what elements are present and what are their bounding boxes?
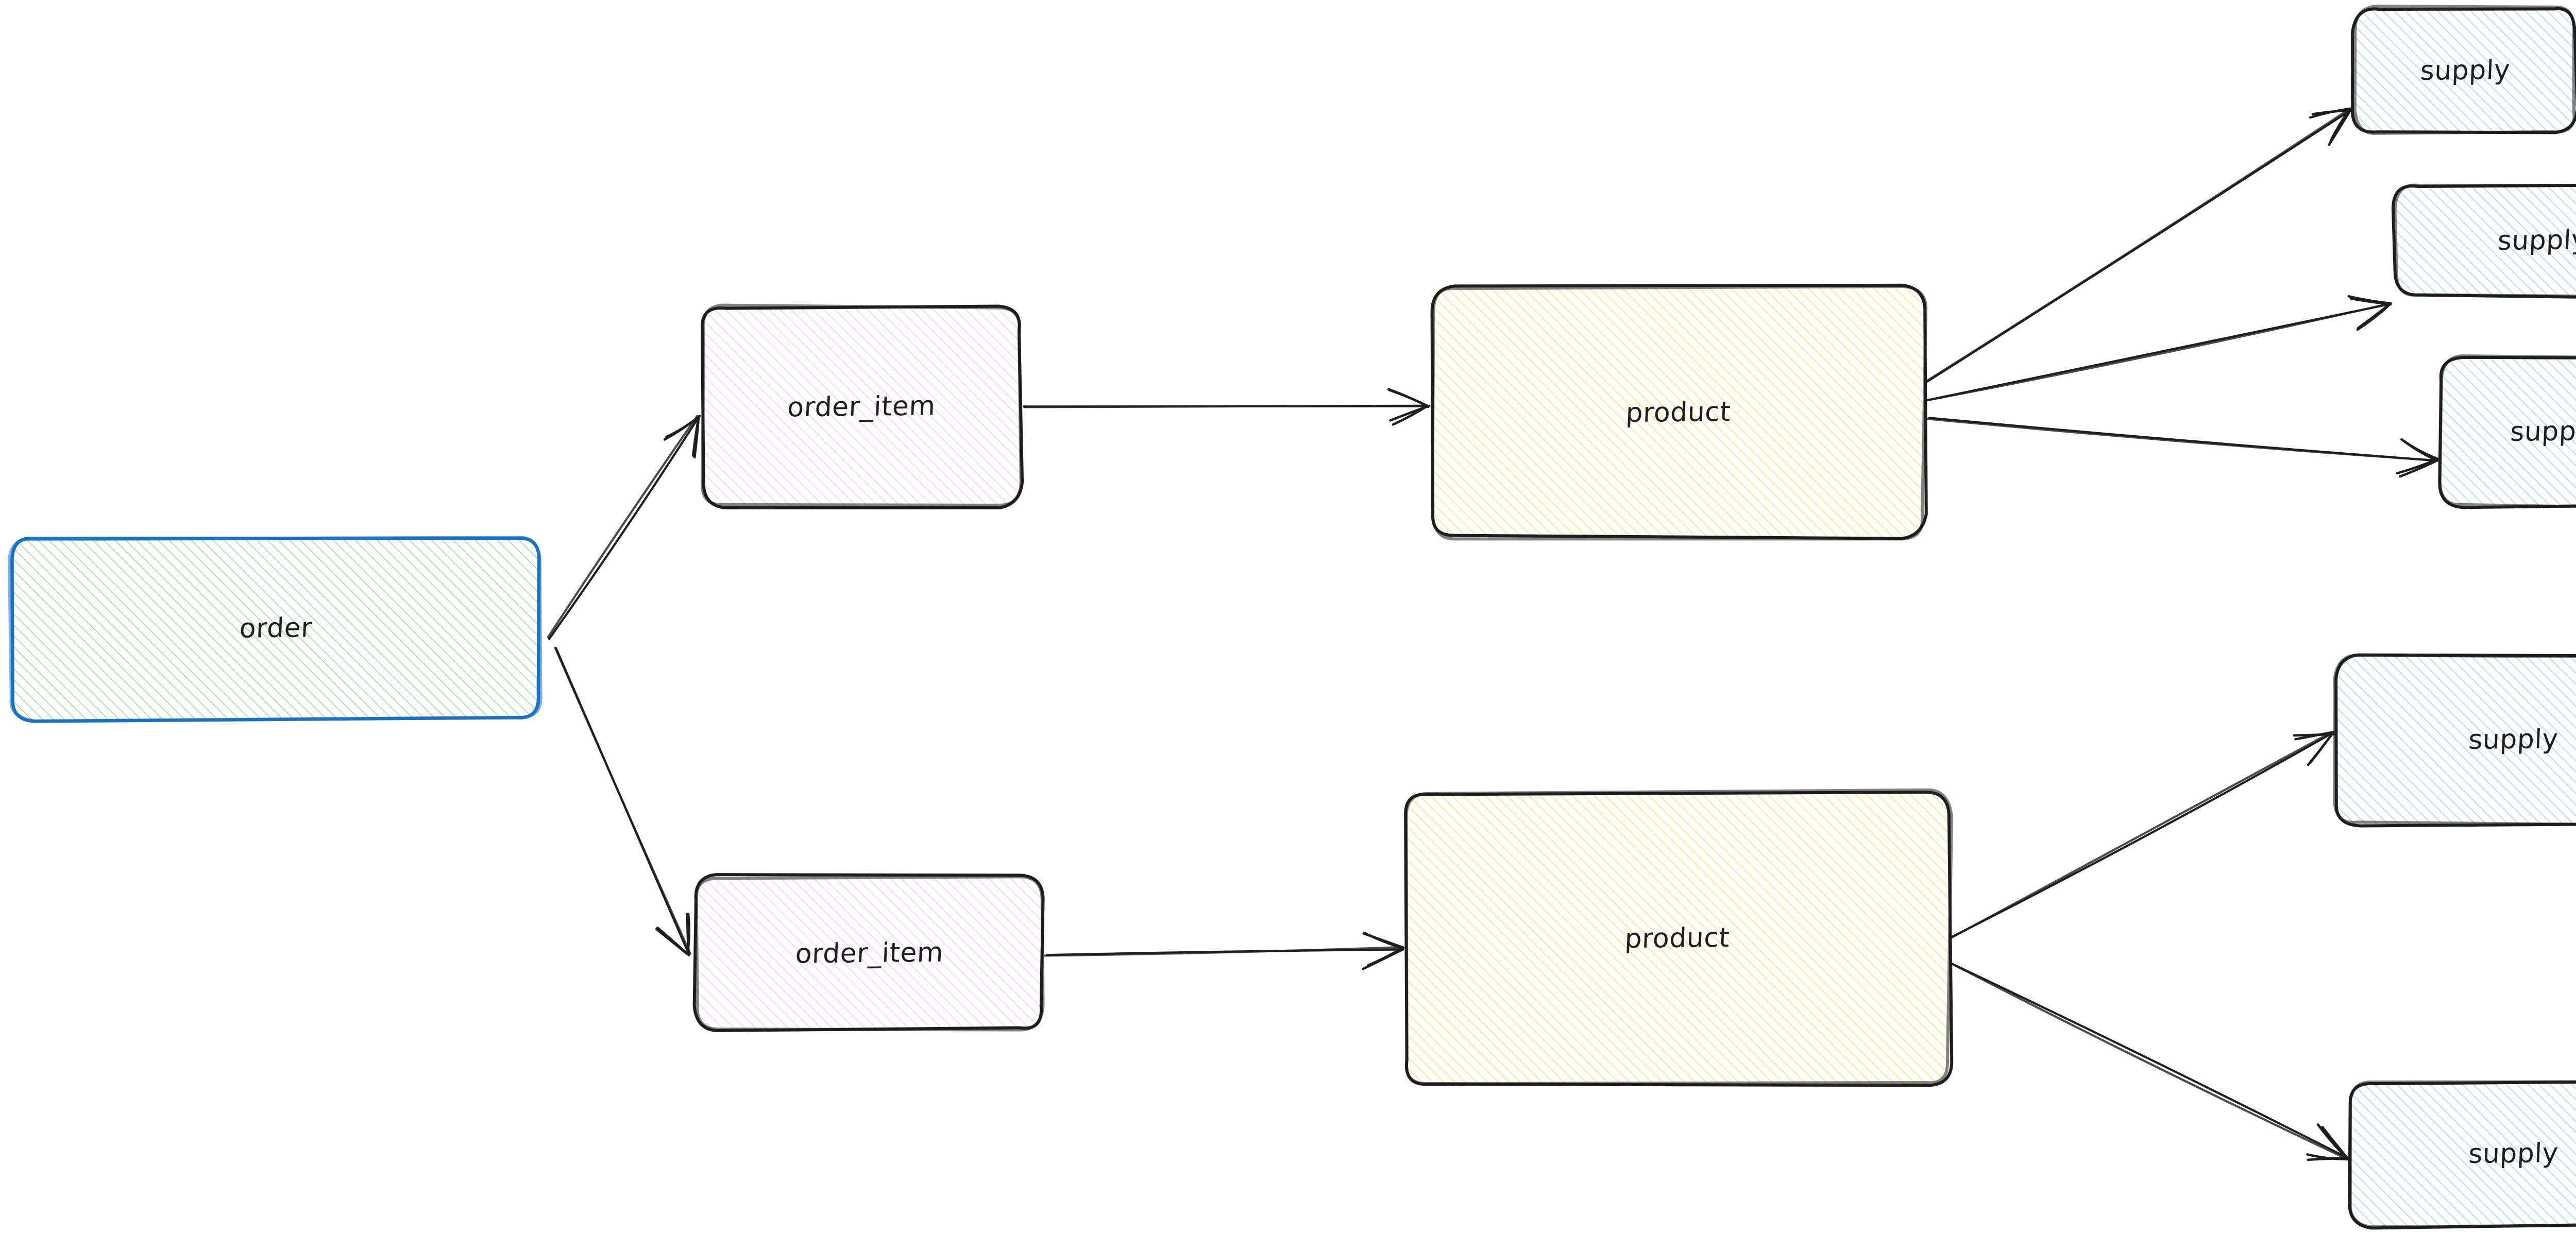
edge-line [1044, 946, 1402, 957]
arrowhead-stroke [2316, 1123, 2349, 1160]
arrowhead-stroke [655, 928, 689, 955]
edge-line [1950, 962, 2348, 1159]
node-order[interactable] [7, 536, 543, 723]
edge-e1[interactable] [547, 415, 701, 640]
edge-e8[interactable] [1951, 731, 2335, 939]
node-supply_1[interactable] [2350, 4, 2576, 135]
edge-line [1925, 417, 2438, 462]
arrowhead-stroke [686, 913, 691, 954]
node-fill [2439, 357, 2576, 507]
edge-line [1924, 108, 2351, 383]
edge-line [548, 415, 701, 640]
node-layer [7, 4, 2576, 1230]
node-outline [694, 875, 1045, 1032]
node-order_item_2[interactable] [692, 873, 1045, 1032]
node-outline [2393, 183, 2576, 298]
node-outline [701, 303, 1023, 507]
edge-e9[interactable] [1950, 962, 2350, 1161]
node-supply_4[interactable] [2333, 653, 2576, 828]
arrowhead-stroke [2356, 303, 2391, 331]
arrowhead-stroke [2399, 459, 2438, 478]
arrowhead-stroke [2293, 733, 2335, 737]
node-fill [1432, 287, 1925, 537]
edge-line [1925, 302, 2392, 402]
arrowhead-stroke [2347, 295, 2392, 305]
node-fill [10, 538, 541, 720]
node-fill [701, 306, 1022, 507]
arrowhead-stroke [692, 416, 700, 457]
arrowhead-stroke [1392, 404, 1429, 426]
node-product_2[interactable] [1404, 788, 1954, 1087]
arrowhead-stroke [2396, 458, 2439, 475]
node-fill [2353, 7, 2576, 132]
edge-line [1950, 962, 2348, 1160]
node-supply_3[interactable] [2438, 354, 2576, 509]
edge-e2[interactable] [554, 646, 691, 956]
edge-line [547, 415, 699, 639]
node-outline [2438, 354, 2576, 508]
edge-e5[interactable] [1924, 107, 2353, 383]
node-supply_2[interactable] [2391, 183, 2576, 299]
node-fill [695, 876, 1044, 1030]
node-outline [1431, 285, 1928, 541]
arrowhead-stroke [1387, 388, 1429, 407]
edge-layer [547, 107, 2439, 1161]
edge-e6[interactable] [1925, 295, 2392, 402]
node-supply_5[interactable] [2348, 1080, 2576, 1230]
edge-e7[interactable] [1925, 417, 2439, 478]
edge-line [1951, 731, 2333, 939]
node-outline [2353, 4, 2576, 135]
arrowhead-stroke [663, 416, 700, 441]
arrowhead-stroke [1362, 948, 1403, 970]
arrowhead-stroke [1362, 932, 1405, 949]
arrowhead-stroke [2328, 108, 2352, 146]
node-outline [7, 536, 543, 723]
node-fill [1404, 792, 1950, 1086]
node-order_item_1[interactable] [701, 303, 1024, 510]
node-outline [2333, 653, 2576, 826]
arrowhead-stroke [2307, 1156, 2349, 1161]
arrowhead-stroke [2309, 107, 2351, 119]
edge-e3[interactable] [1022, 388, 1431, 426]
node-outline [2348, 1080, 2576, 1228]
node-fill [2350, 1082, 2576, 1226]
edge-line [1023, 404, 1429, 408]
node-product_1[interactable] [1430, 283, 1928, 541]
node-fill [2394, 184, 2576, 296]
node-outline [1404, 788, 1954, 1086]
node-fill [2335, 655, 2576, 825]
edge-line [554, 646, 691, 955]
edge-e4[interactable] [1044, 932, 1405, 970]
arrowhead-stroke [2402, 439, 2438, 460]
